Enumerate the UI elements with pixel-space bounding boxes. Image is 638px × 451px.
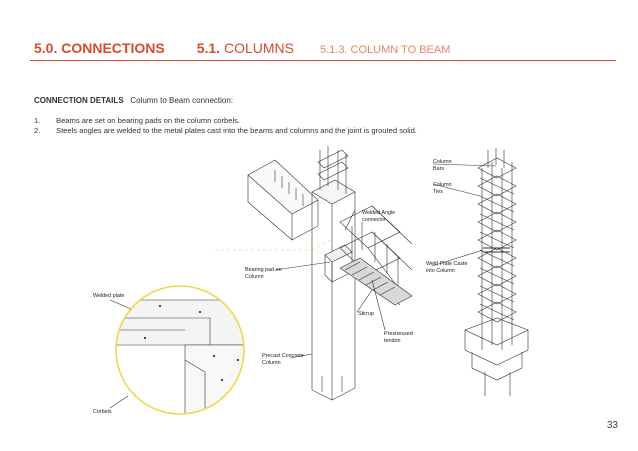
leader-bearing-pad bbox=[274, 261, 331, 271]
connection-steps-list: 1. Beams are set on bearing pads on the c… bbox=[34, 116, 417, 136]
leader-column-ties bbox=[432, 183, 481, 197]
page-header: 5.0. CONNECTIONS 5.1. COLUMNS 5.1.3. COL… bbox=[34, 40, 450, 62]
leader-welded-angle bbox=[344, 209, 356, 231]
subsection-title: 5.1. COLUMNS bbox=[197, 40, 294, 56]
step-number: 2. bbox=[34, 126, 41, 135]
step-text: Beams are set on bearing pads on the col… bbox=[56, 116, 241, 125]
corbels-label: Corbels bbox=[93, 409, 112, 415]
list-item: 2. Steels angles are welded to the metal … bbox=[34, 126, 417, 136]
welded-angle-label-2: connector bbox=[362, 217, 386, 223]
detail-magnifier bbox=[115, 285, 245, 415]
step-number: 1. bbox=[34, 116, 41, 125]
step-text: Steels angles are welded to the metal pl… bbox=[56, 126, 417, 135]
column-bars-label-2: Bars bbox=[433, 166, 444, 172]
list-item: 1. Beams are set on bearing pads on the c… bbox=[34, 116, 417, 126]
stirrup-label: Stirrup bbox=[358, 311, 374, 317]
leader-weld-plate bbox=[431, 249, 484, 267]
highlight-circle bbox=[115, 285, 245, 415]
column-reinforcement-cage bbox=[464, 148, 529, 396]
section-title: 5.0. CONNECTIONS bbox=[34, 40, 165, 56]
leader-corbels bbox=[109, 395, 129, 409]
prestressed-label-2: tendon bbox=[384, 338, 401, 344]
connection-details-heading: CONNECTION DETAILS Column to Beam connec… bbox=[34, 96, 233, 105]
dashed-leader-line-2 bbox=[311, 239, 331, 251]
precast-column bbox=[311, 146, 356, 401]
topic-title: 5.1.3. COLUMN TO BEAM bbox=[319, 44, 451, 56]
welded-plate-label: Welded plate bbox=[93, 293, 124, 299]
connection-details-label: CONNECTION DETAILS bbox=[34, 96, 124, 105]
subsection-label: COLUMNS bbox=[223, 40, 294, 56]
welded-angle-label-1: Welded Angle bbox=[362, 210, 395, 216]
bearing-pad-label-1: Bearing pad on bbox=[245, 267, 282, 273]
leader-stirrup bbox=[356, 289, 373, 313]
leader-precast bbox=[289, 353, 313, 359]
leader-column-bars bbox=[432, 163, 497, 167]
weld-plate-label-1: Weld Plate Caste bbox=[426, 261, 468, 267]
bearing-pad-label-2: Column bbox=[245, 274, 264, 280]
weld-plate-label-2: into Column bbox=[426, 268, 455, 274]
precast-label-1: Precast Concrete bbox=[262, 353, 304, 359]
precast-label-2: Column bbox=[262, 360, 281, 366]
precast-beam bbox=[247, 159, 319, 241]
column-ties-label-2: Ties bbox=[433, 189, 443, 195]
header-divider bbox=[30, 60, 616, 61]
leader-prestressed bbox=[371, 279, 386, 331]
subsection-number: 5.1. bbox=[196, 40, 221, 56]
beam-reinforcement-cage bbox=[339, 205, 413, 306]
prestressed-label-1: Prestressed bbox=[384, 331, 413, 337]
column-bars-label-1: Column bbox=[433, 159, 452, 165]
connection-details-subtitle: Column to Beam connection: bbox=[130, 96, 234, 105]
column-ties-label-1: Column bbox=[433, 182, 452, 188]
page-number: 33 bbox=[606, 420, 618, 431]
